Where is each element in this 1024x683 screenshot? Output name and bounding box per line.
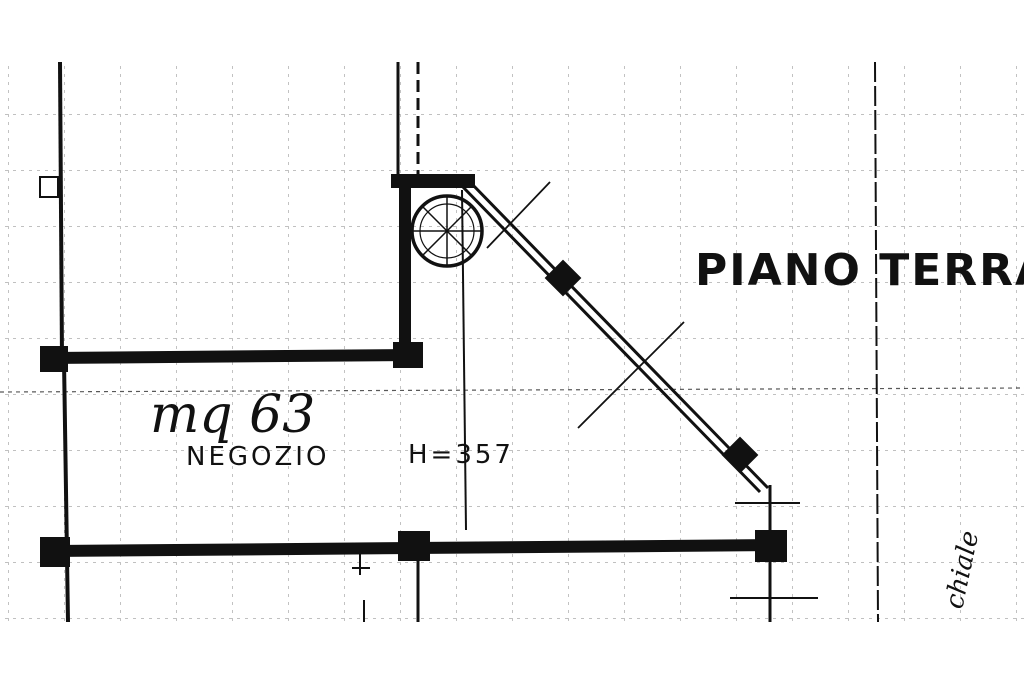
diagonal-markers [544, 259, 759, 474]
diagonal-wall [460, 180, 770, 494]
area-annotation: mq 63 [150, 385, 315, 445]
construction-lines [0, 61, 1024, 623]
height-label: H=357 [408, 440, 514, 470]
spiral-stair-symbol [410, 194, 484, 268]
window-symbol [39, 176, 59, 198]
plan-title: PIANO TERRA [695, 245, 1024, 296]
room-label: NEGOZIO [186, 442, 329, 472]
grid-paper [0, 62, 1024, 622]
pillars [40, 342, 787, 567]
